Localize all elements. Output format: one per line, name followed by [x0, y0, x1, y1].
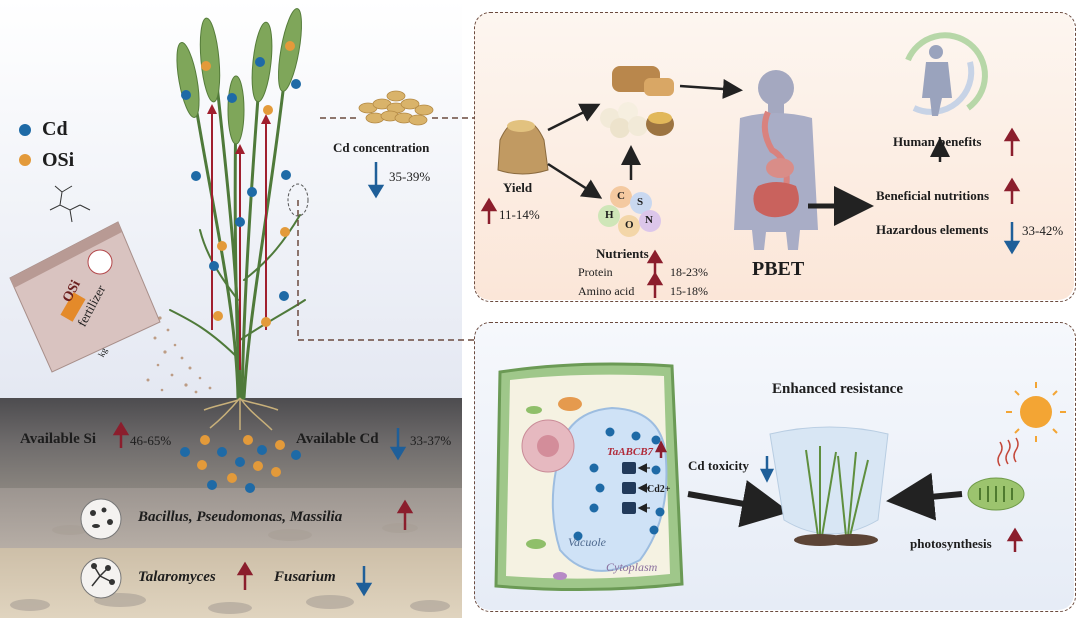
vacuole-label: Vacuole [568, 535, 606, 549]
element-h: H [605, 209, 614, 221]
bacteria-icon [80, 498, 122, 540]
available-cd-label: Available Cd [296, 431, 379, 447]
cd-legend-dot [19, 124, 31, 136]
fertilizer-bag [9, 221, 161, 373]
human-body-icon [734, 70, 818, 250]
enhanced-resistance-label: Enhanced resistance [772, 381, 903, 397]
sun-icon [1006, 382, 1066, 442]
transporter-icons [622, 462, 636, 514]
chloroplast-icon [967, 477, 1025, 511]
fungi-left-label: Talaromyces [138, 569, 216, 585]
cd-concentration-value: 35-39% [389, 169, 431, 184]
element-n: N [645, 214, 653, 226]
amino-acid-value: 15-18% [670, 284, 708, 298]
element-c: C [617, 190, 625, 202]
bread-icon [600, 66, 674, 138]
cd-toxicity-label: Cd toxicity [688, 458, 750, 473]
nutrients-label: Nutrients [596, 246, 649, 261]
element-circles [598, 186, 661, 237]
bacteria-label: Bacillus, Pseudomonas, Massilia [138, 509, 343, 525]
amino-acid-label: Amino acid [578, 284, 635, 298]
photosynthesis-label: photosynthesis [910, 536, 992, 551]
osi-legend-dot [19, 154, 31, 166]
nutrition-panel [474, 12, 1076, 302]
status-arrows [112, 127, 1024, 597]
available-si-value: 46-65% [130, 433, 172, 448]
fungi-icon [80, 557, 122, 599]
recycle-human-icon [905, 32, 988, 116]
human-benefits-label: Human benefits [893, 134, 982, 149]
gene-label: TaABCB7 [607, 446, 654, 458]
cytoplasm-label: Cytoplasm [606, 560, 658, 574]
yield-label: Yield [503, 180, 533, 195]
hazardous-elements-value: 33-42% [1022, 223, 1064, 238]
fertilizer-granules [146, 316, 212, 394]
plant-cell-illustration [494, 362, 684, 592]
grain-sack-icon [497, 120, 549, 175]
resistance-panel [474, 322, 1076, 612]
cd-ion-label: Cd2+ [647, 484, 671, 495]
pbet-label: PBET [752, 258, 805, 280]
element-s: S [637, 196, 644, 208]
cd-legend-label: Cd [42, 118, 68, 140]
shield-wheat-icon [769, 426, 889, 546]
protein-value: 18-23% [670, 265, 708, 279]
osi-legend-label: OSi [42, 149, 75, 171]
wheat-grains-icon [358, 90, 434, 126]
beneficial-nutritions-label: Beneficial nutritions [876, 188, 990, 203]
element-o: O [625, 219, 634, 231]
available-si-label: Available Si [20, 431, 96, 447]
cd-concentration-label: Cd concentration [333, 140, 430, 155]
hazardous-elements-label: Hazardous elements [876, 222, 989, 237]
fungi-right-label: Fusarium [274, 569, 336, 585]
osi-molecule-icon [49, 185, 91, 223]
protein-label: Protein [578, 265, 613, 279]
available-cd-value: 33-37% [410, 433, 452, 448]
light-rays-icon [997, 437, 1019, 467]
yield-value: 11-14% [499, 207, 540, 222]
